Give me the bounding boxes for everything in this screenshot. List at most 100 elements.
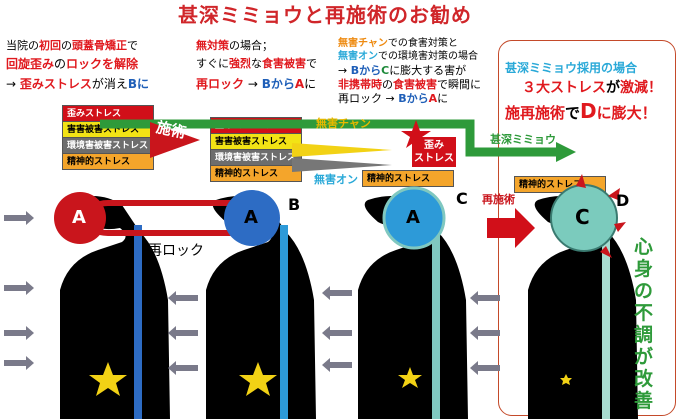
col2-line2: すぐに強烈な食害被害で xyxy=(196,57,317,71)
star-icon xyxy=(560,374,572,385)
stress-mental: 精神的ストレス xyxy=(362,170,454,187)
col3-l3a: → xyxy=(338,64,351,77)
col2-l2c: な xyxy=(251,57,262,70)
col4-line3: 施再施術でDに膨大！ xyxy=(505,100,657,123)
mark-b: B xyxy=(288,195,301,214)
head-2 xyxy=(224,190,280,246)
col4-l3d: に膨大！ xyxy=(596,104,657,122)
stress-mental: 精神的ストレス xyxy=(210,165,302,182)
page-title: 甚深ミミョウと再施術のお勧め xyxy=(178,3,472,27)
mark-d: D xyxy=(616,191,630,210)
col4-l2d: ！ xyxy=(648,80,662,96)
col1-l3d: Bに xyxy=(127,77,150,91)
jinjin-arrow xyxy=(100,119,560,157)
col4-l2b: が xyxy=(606,80,620,96)
col1-l1d: 頭蓋骨矯正 xyxy=(72,39,127,52)
col3-l2b: での環境害対策の場合 xyxy=(378,51,478,62)
improvement-text: 心身の不調が改善 xyxy=(634,236,654,412)
col3-l1a: 無害チャン xyxy=(338,38,388,49)
star-icon xyxy=(401,120,431,148)
col3-l1b: での食害対策と xyxy=(387,38,458,49)
col3-l5c: Bから xyxy=(398,92,429,105)
col4-l2a: ３大ストレス xyxy=(522,80,606,96)
col3-line3: → BからCに膨大する害が xyxy=(338,64,467,78)
pressure-arrows xyxy=(4,211,500,375)
col2-l3b: → xyxy=(244,77,262,91)
col3-l5d: A xyxy=(428,92,438,105)
col2-line3: 再ロック → BからAに xyxy=(196,77,317,92)
retreat-arrow xyxy=(487,208,535,248)
col1-l2b: の xyxy=(54,57,67,71)
col4-line2: ３大ストレスが激減！ xyxy=(522,80,662,96)
col2-l3a: 再ロック xyxy=(196,77,245,91)
col1-l1a: 当院の xyxy=(6,39,39,52)
col3-line1: 無害チャンでの食害対策と xyxy=(338,38,458,50)
col2-l2b: 強烈 xyxy=(229,57,251,70)
col2-l2e: で xyxy=(306,57,317,70)
col3-l5a: 再ロック xyxy=(338,92,382,105)
col2-l1a: 無対策 xyxy=(196,39,229,52)
col4-line1: 甚深ミミョウ採用の場合 xyxy=(505,61,638,75)
col3-l3d: に膨大する害が xyxy=(389,64,467,77)
mugai-chan-label: 無害チャン xyxy=(316,117,371,130)
col2-l3d: A xyxy=(294,77,305,91)
star-icon xyxy=(239,362,277,396)
col1-l1e: で xyxy=(127,39,138,52)
col3-l3c: C xyxy=(381,64,390,77)
mark-c: C xyxy=(456,189,468,208)
col2-l3e: に xyxy=(304,77,317,91)
col4-l3b: で xyxy=(565,104,581,122)
col2-line1: 無対策の場合； xyxy=(196,39,273,53)
col3-line4: 非携帯時の食害被害で瞬間に xyxy=(338,78,481,92)
col1-l2a: 回旋歪み xyxy=(6,57,55,71)
head-1 xyxy=(54,192,106,244)
col1-l1b: 初回 xyxy=(39,39,61,52)
stress-stack-1: 歪みストレス 害害被害ストレス 環境害被害ストレス 精神的ストレス xyxy=(62,105,154,170)
col3-l5e: に xyxy=(437,92,449,105)
head-4-label: C xyxy=(575,205,590,229)
col1-l2d: を解除 xyxy=(102,57,139,71)
col1-line3: → 歪みストレスが消えBに xyxy=(6,77,150,92)
figure-1 xyxy=(60,196,170,419)
retreat-label: 再施術 xyxy=(482,193,515,206)
treatment-arrow xyxy=(150,122,200,158)
mugai-on-arrow xyxy=(292,158,392,172)
col3-line2: 無害オンでの環境害対策の場合 xyxy=(338,51,478,63)
head-2-label: A xyxy=(244,207,258,228)
expansion-arrows xyxy=(576,174,626,258)
col4-l3a: 施再施術 xyxy=(505,104,566,122)
col2-l2a: すぐに xyxy=(196,57,229,70)
star-icon xyxy=(398,367,422,388)
col4-l2c: 激減 xyxy=(620,80,648,96)
col2-l2d: 食害被害 xyxy=(262,57,306,70)
col1-l1c: の xyxy=(61,39,72,52)
head-1-label: A xyxy=(72,207,86,228)
col1-l3a: → xyxy=(6,77,20,91)
col3-l4a: 非携帯時 xyxy=(338,78,382,91)
col1-l3c: が消え xyxy=(91,77,128,91)
col1-l3b: 歪みストレス xyxy=(19,77,92,91)
mugai-chan-arrow xyxy=(292,143,392,157)
mugai-on-label: 無害オン xyxy=(314,173,358,186)
jinjin-arrowhead xyxy=(556,142,576,162)
col3-l2a: 無害オン xyxy=(338,51,378,62)
col3-l4b: の xyxy=(382,78,393,91)
col2-l3c: Bから xyxy=(261,77,295,91)
stress-environment: 環境害被害ストレス xyxy=(210,149,302,166)
stress-mental: 精神的ストレス xyxy=(62,153,154,170)
stress-stack-3: 精神的ストレス xyxy=(362,170,454,187)
col1-line2: 回旋歪みのロックを解除 xyxy=(6,57,139,72)
figure-3 xyxy=(358,196,468,419)
col3-l3b: Bから xyxy=(350,64,382,77)
figure-4 xyxy=(528,196,638,419)
col1-l2c: ロック xyxy=(66,57,103,71)
head-3-label: A xyxy=(406,207,420,228)
jinjin-label: 甚深ミミョウ xyxy=(490,133,556,146)
col2-l1b: の場合； xyxy=(229,39,273,52)
col1-line1: 当院の初回の頭蓋骨矯正で xyxy=(6,39,138,53)
head-3 xyxy=(382,186,446,250)
col3-l4c: 食害被害 xyxy=(393,78,437,91)
relock-label: 再ロック xyxy=(148,243,204,259)
